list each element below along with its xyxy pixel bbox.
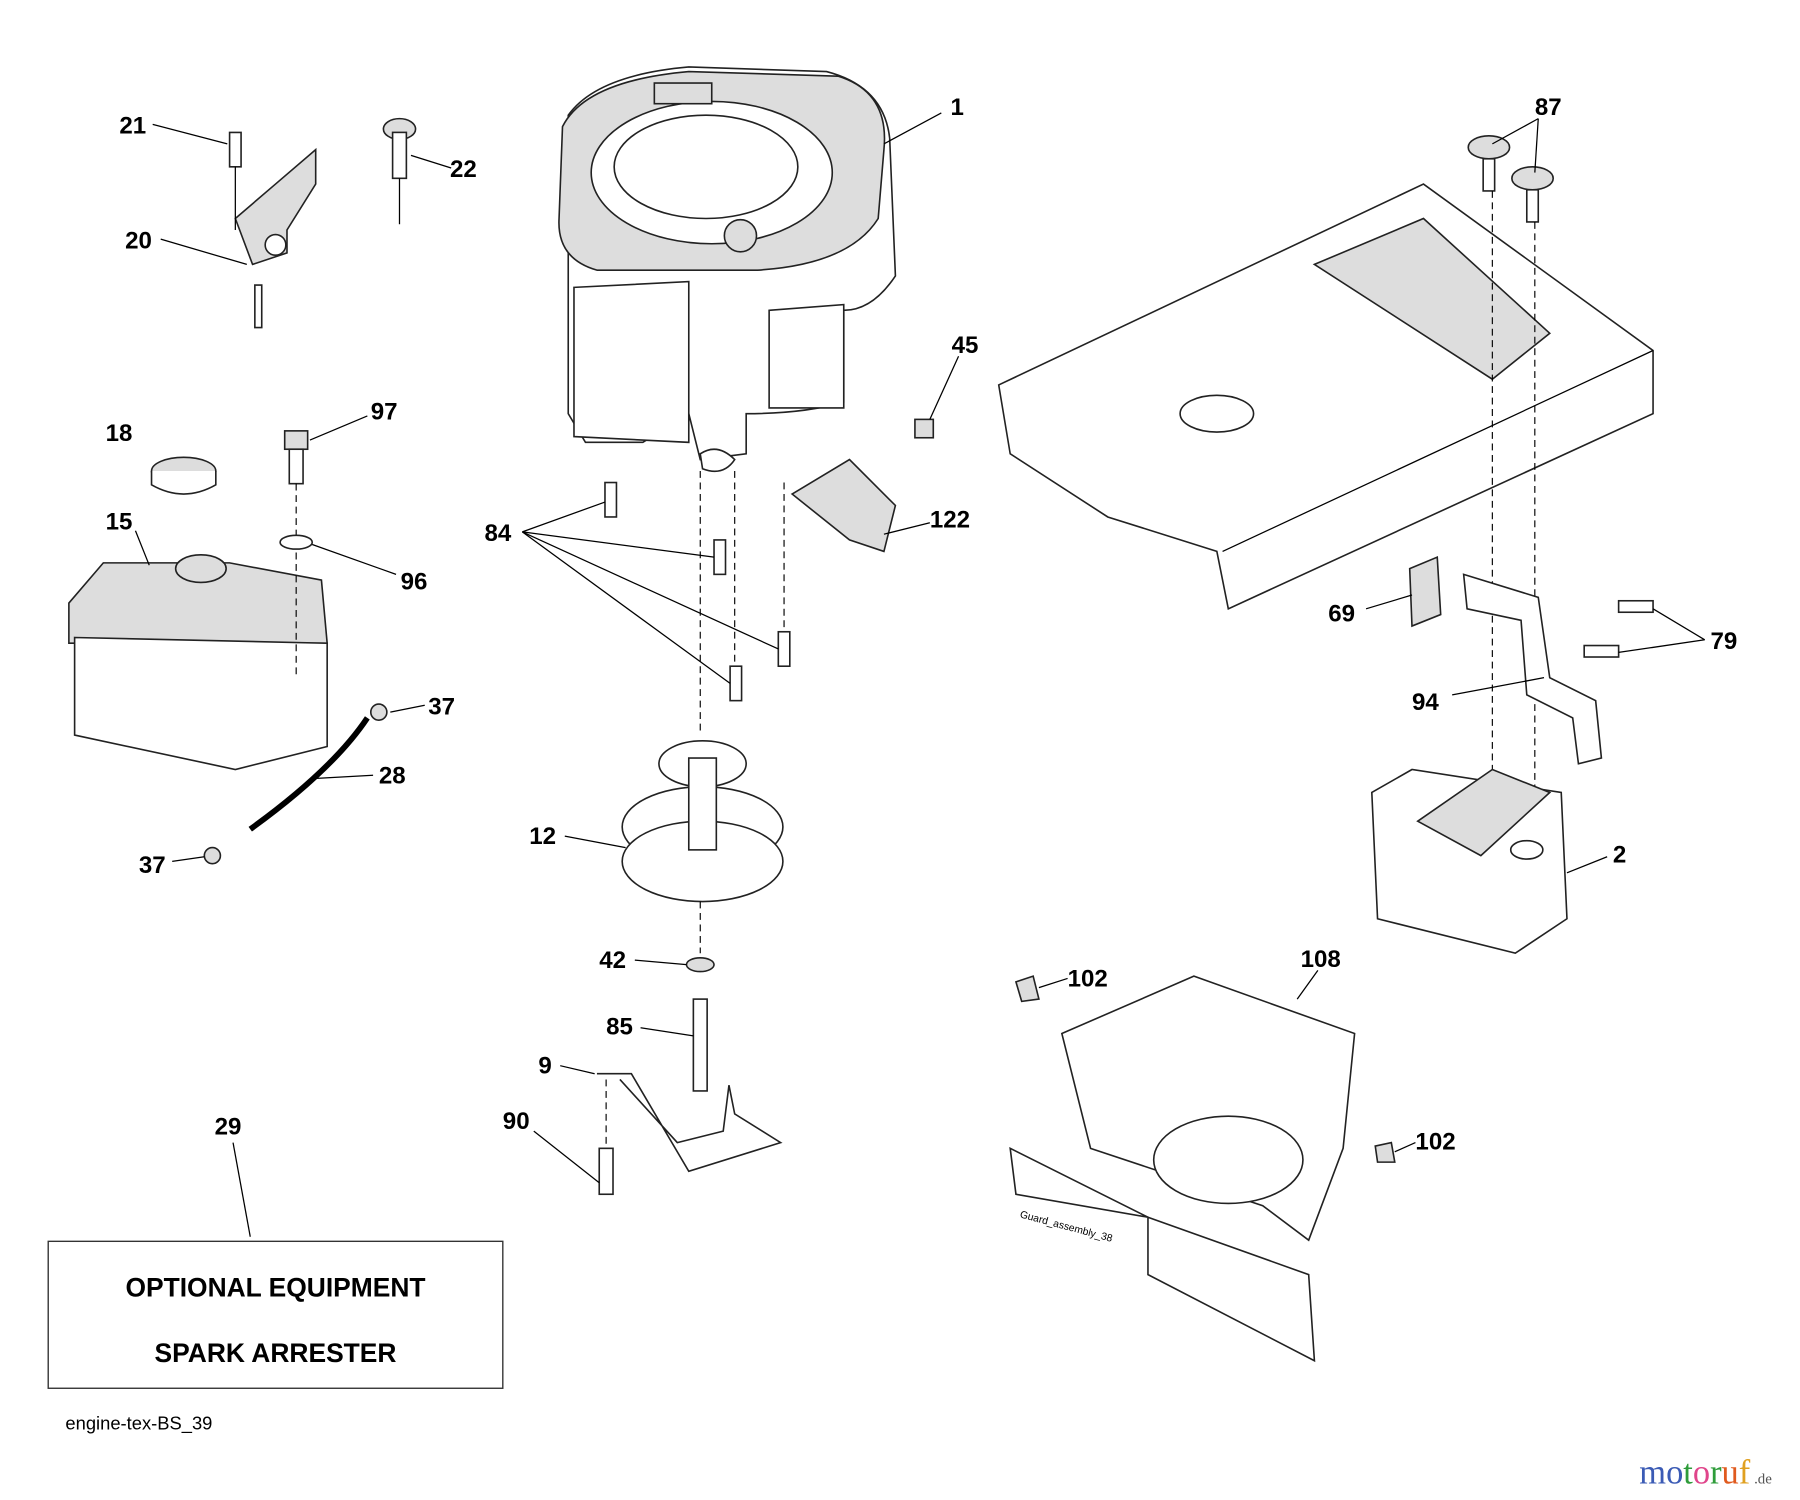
callout-21: 21 [119, 113, 146, 140]
spark-arrester-label: SPARK ARRESTER [155, 1338, 397, 1368]
callout-29: 29 [215, 1114, 242, 1141]
callout-79: 79 [1710, 628, 1737, 655]
callout-96: 96 [401, 568, 428, 595]
fuel-cap-part [150, 456, 217, 495]
fuel-tank-part [68, 554, 329, 771]
guard-part: Guard_assembly_38 [1009, 975, 1356, 1363]
bolt-part [692, 998, 708, 1092]
screw-part [1014, 975, 1040, 1003]
callout-15: 15 [106, 509, 133, 536]
logo-suffix: .de [1754, 1472, 1772, 1488]
callout-87: 87 [1535, 94, 1562, 121]
logo-letter: f [1739, 1454, 1751, 1492]
callout-90: 90 [503, 1108, 530, 1135]
frame-part [997, 183, 1654, 610]
svg-text:motoruf: motoruf [1639, 1454, 1750, 1492]
engine-bolts-part [604, 471, 791, 736]
fuel-hose-part [248, 716, 370, 832]
callout-94: 94 [1412, 689, 1439, 716]
motoruf-logo: motoruf .de [1639, 1454, 1772, 1492]
muffler-part [1370, 768, 1568, 955]
bolt-part [1617, 599, 1654, 614]
gasket-part [1408, 555, 1442, 628]
callout-102: 102 [1415, 1128, 1455, 1155]
callout-42: 42 [599, 947, 626, 974]
callouts: 1 21 22 20 87 45 97 18 15 84 122 96 69 7… [106, 94, 1738, 1155]
deflector-part [790, 458, 897, 553]
logo-letter: m [1639, 1454, 1666, 1492]
nut-part [914, 418, 935, 439]
logo-letter: o [1693, 1454, 1710, 1492]
throttle-control-part [228, 131, 317, 329]
logo-letter: u [1722, 1454, 1739, 1492]
hose-clamp-part [369, 703, 388, 721]
callout-12: 12 [529, 823, 556, 850]
bracket-part [596, 1072, 783, 1173]
diagram-code: engine-tex-BS_39 [65, 1413, 212, 1435]
callout-1: 1 [951, 94, 964, 121]
callout-20: 20 [125, 227, 152, 254]
callout-108: 108 [1301, 946, 1341, 973]
callout-37: 37 [139, 852, 166, 879]
callout-122: 122 [930, 506, 970, 533]
logo-letter: o [1666, 1454, 1683, 1492]
washer-part [685, 956, 715, 973]
screw-part [1374, 1141, 1396, 1163]
callout-97: 97 [371, 398, 398, 425]
pulley-part [621, 740, 784, 954]
callout-2: 2 [1613, 842, 1626, 869]
exhaust-pipe-part [1462, 573, 1603, 765]
choke-knob-part [382, 117, 417, 225]
optional-equipment-box: OPTIONAL EQUIPMENT SPARK ARRESTER [47, 1240, 504, 1389]
callout-22: 22 [450, 156, 477, 183]
bolt-part [598, 1147, 614, 1196]
logo-letter: r [1710, 1454, 1722, 1492]
callout-85: 85 [606, 1014, 633, 1041]
callout-102: 102 [1068, 965, 1108, 992]
callout-28: 28 [379, 762, 406, 789]
logo-letter: t [1683, 1454, 1693, 1492]
bolt-part [1583, 644, 1620, 658]
callout-45: 45 [952, 332, 979, 359]
callout-84: 84 [484, 520, 511, 547]
guard-label: Guard_assembly_38 [1019, 1209, 1114, 1244]
hose-clamp-part [203, 846, 222, 865]
optional-equipment-label: OPTIONAL EQUIPMENT [125, 1272, 425, 1302]
callout-37: 37 [428, 693, 455, 720]
leader-lines [134, 112, 1706, 1237]
callout-69: 69 [1328, 600, 1355, 627]
callout-9: 9 [538, 1053, 551, 1080]
callout-18: 18 [106, 420, 133, 447]
engine-part [558, 66, 897, 473]
bolt-washer-part [279, 430, 314, 678]
